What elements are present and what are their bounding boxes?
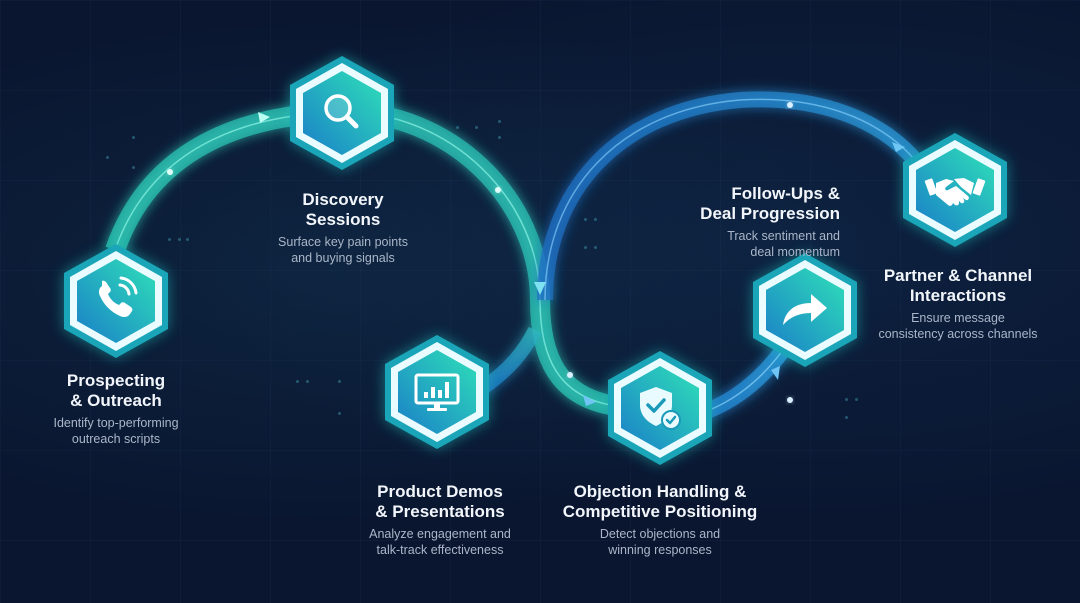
step-description: Ensure message consistency across channe…: [878, 310, 1037, 342]
step-title: Discovery Sessions: [278, 190, 408, 230]
step-partner-channel-label: Partner & Channel Interactions Ensure me…: [878, 266, 1037, 342]
step-title: Partner & Channel Interactions: [878, 266, 1037, 306]
arrow-icon: [534, 282, 546, 295]
step-title: Product Demos & Presentations: [369, 482, 511, 522]
step-description: Identify top-performing outreach scripts: [53, 415, 178, 447]
desc-line: consistency across channels: [878, 327, 1038, 341]
step-objection-handling-label: Objection Handling & Competitive Positio…: [563, 482, 758, 558]
title-line: Prospecting: [66, 371, 166, 390]
step-description: Track sentiment and deal momentum: [700, 228, 840, 260]
step-discovery-node[interactable]: [286, 54, 398, 172]
title-line: Competitive Positioning: [562, 502, 758, 521]
title-line: Product Demos: [377, 482, 503, 501]
desc-line: Identify top-performing: [53, 416, 179, 430]
desc-line: outreach scripts: [71, 432, 161, 446]
step-product-demos-node[interactable]: [381, 333, 493, 451]
desc-line: Analyze engagement and: [369, 527, 511, 541]
desc-line: Ensure message: [911, 311, 1005, 325]
step-partner-channel-node[interactable]: [899, 131, 1011, 249]
desc-line: Detect objections and: [599, 527, 721, 541]
step-title: Follow-Ups & Deal Progression: [700, 184, 840, 224]
desc-line: deal momentum: [750, 245, 840, 259]
title-line: & Presentations: [375, 502, 505, 521]
arrow-icon: [583, 395, 596, 406]
search-icon: [324, 94, 359, 129]
step-description: Detect objections and winning responses: [563, 526, 758, 558]
forward-arrow-icon: [783, 294, 827, 325]
handshake-icon: [924, 178, 986, 206]
desc-line: winning responses: [608, 543, 712, 557]
step-title: Prospecting & Outreach: [53, 371, 178, 411]
title-line: Deal Progression: [700, 204, 840, 223]
desc-line: Surface key pain points: [278, 235, 408, 249]
arrow-icon: [892, 142, 905, 152]
step-prospecting-node[interactable]: [60, 242, 172, 360]
step-follow-ups-label: Follow-Ups & Deal Progression Track sent…: [700, 184, 840, 260]
step-title: Objection Handling & Competitive Positio…: [563, 482, 758, 522]
step-description: Surface key pain points and buying signa…: [278, 234, 408, 266]
desc-line: talk-track effectiveness: [376, 543, 504, 557]
step-follow-ups-node[interactable]: [749, 251, 861, 369]
title-line: Follow-Ups &: [731, 184, 840, 203]
desc-line: and buying signals: [291, 251, 395, 265]
shield-check-icon: [640, 387, 681, 430]
step-discovery-label: Discovery Sessions Surface key pain poin…: [278, 190, 408, 266]
arrow-icon: [771, 366, 780, 380]
title-line: Discovery: [302, 190, 384, 209]
title-line: Partner & Channel: [883, 266, 1033, 285]
step-description: Analyze engagement and talk-track effect…: [369, 526, 511, 558]
title-line: Interactions: [909, 286, 1007, 305]
step-prospecting-label: Prospecting & Outreach Identify top-perf…: [53, 371, 178, 447]
phone-icon: [98, 276, 138, 318]
step-product-demos-label: Product Demos & Presentations Analyze en…: [369, 482, 511, 558]
monitor-chart-icon: [414, 373, 460, 411]
title-line: & Outreach: [70, 391, 162, 410]
arrow-icon: [258, 112, 270, 123]
desc-line: Track sentiment and: [727, 229, 840, 243]
step-objection-handling-node[interactable]: [604, 349, 716, 467]
title-line: Sessions: [305, 210, 381, 229]
title-line: Objection Handling &: [573, 482, 747, 501]
